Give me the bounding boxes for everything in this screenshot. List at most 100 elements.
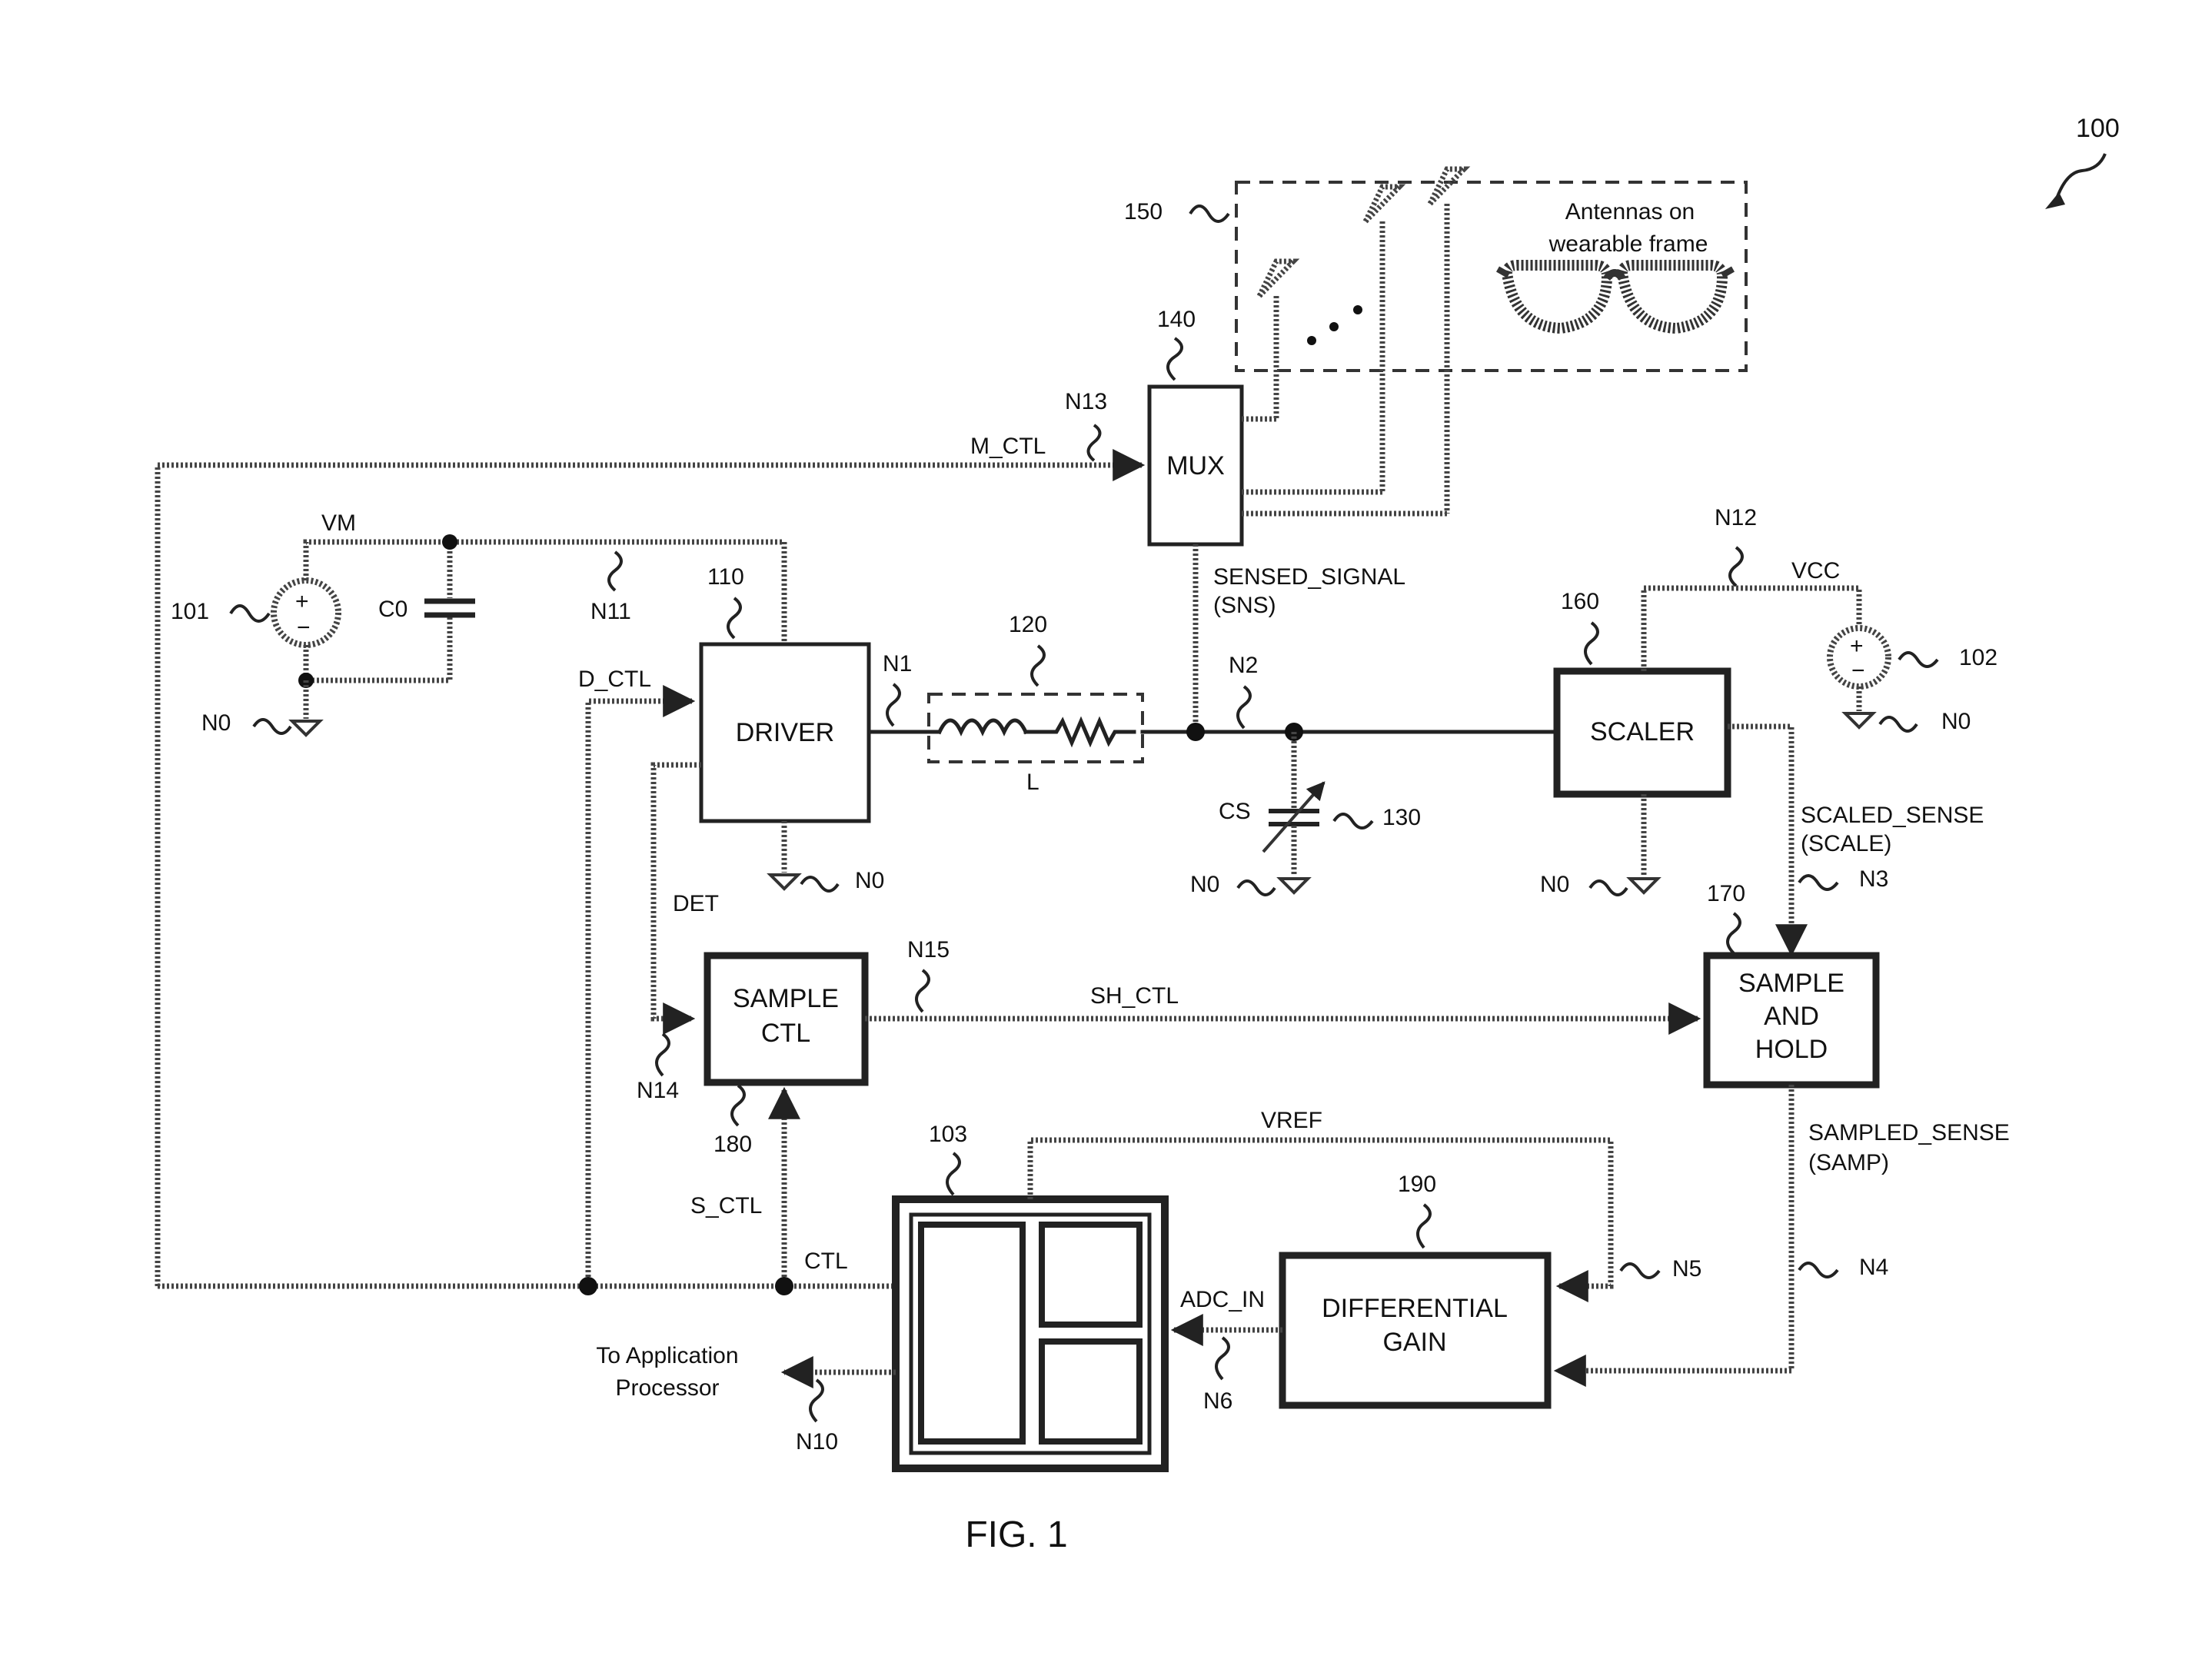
n15-label: N15 bbox=[907, 937, 950, 963]
mux-ref: 140 bbox=[1157, 307, 1196, 332]
diff-gain-ref: 190 bbox=[1398, 1172, 1436, 1197]
mux-block bbox=[1147, 384, 1244, 547]
driver-ref-squiggle bbox=[727, 597, 742, 640]
sampled-sense-label: SAMPLED_SENSE bbox=[1808, 1120, 2010, 1145]
figure-ref-100: 100 bbox=[2076, 114, 2120, 143]
sample-hold-ref: 170 bbox=[1707, 881, 1745, 906]
sample-hold-line2: AND bbox=[1764, 1002, 1819, 1031]
antenna-label-line2: wearable frame bbox=[1548, 231, 1708, 257]
antenna-label-line1: Antennas on bbox=[1565, 199, 1695, 224]
inductor-label: L bbox=[1026, 770, 1039, 795]
scaler-ref-squiggle bbox=[1584, 621, 1599, 666]
inductor-ref: 120 bbox=[1009, 612, 1047, 637]
vcc-minus-sign: − bbox=[1851, 658, 1865, 683]
scaler-block bbox=[1553, 667, 1731, 798]
ellipsis-dots bbox=[1307, 305, 1362, 345]
n0-driver-squiggle bbox=[800, 876, 840, 893]
n0-cs-squiggle bbox=[1236, 879, 1276, 896]
n2-squiggle bbox=[1236, 685, 1252, 730]
n10-label: N10 bbox=[796, 1429, 838, 1455]
vm-ref-squiggle bbox=[229, 604, 271, 623]
n12-label: N12 bbox=[1715, 505, 1757, 530]
vcc-plus-sign: + bbox=[1850, 633, 1864, 659]
mux-ref-squiggle bbox=[1166, 337, 1183, 381]
cs-ref-squiggle bbox=[1332, 813, 1374, 830]
n10-squiggle bbox=[809, 1378, 824, 1423]
antenna-2-icon bbox=[1362, 184, 1406, 492]
sample-hold-block bbox=[1703, 952, 1880, 1089]
sh-ctl-label: SH_CTL bbox=[1090, 983, 1179, 1009]
to-app-line2: Processor bbox=[615, 1375, 719, 1401]
vcc-source-icon bbox=[1827, 625, 1891, 690]
controller-inner-frame bbox=[909, 1212, 1152, 1455]
scaler-label: SCALER bbox=[1590, 717, 1695, 746]
det-wire bbox=[650, 762, 701, 1035]
to-app-line1: To Application bbox=[596, 1343, 738, 1368]
n3-squiggle bbox=[1798, 874, 1839, 891]
glasses-icon bbox=[1496, 260, 1735, 334]
n2-label: N2 bbox=[1229, 653, 1258, 678]
cs-ref: 130 bbox=[1382, 805, 1421, 830]
ctl-label: CTL bbox=[804, 1248, 848, 1274]
det-label: DET bbox=[673, 891, 719, 916]
n11-label: N11 bbox=[590, 599, 631, 624]
vm-plus-sign: + bbox=[295, 589, 309, 614]
c0-label: C0 bbox=[378, 597, 407, 622]
n0-label-scaler: N0 bbox=[1540, 872, 1569, 897]
inductor-coil-icon bbox=[936, 718, 1029, 736]
n0-vcc-squiggle bbox=[1878, 716, 1918, 733]
driver-ref: 110 bbox=[707, 564, 744, 590]
m-ctl-label: M_CTL bbox=[970, 434, 1046, 459]
diff-gain-line1: DIFFERENTIAL bbox=[1322, 1294, 1508, 1323]
cs-ground-icon bbox=[1276, 877, 1312, 895]
vm-return-wire bbox=[303, 615, 453, 683]
n5-squiggle bbox=[1619, 1262, 1661, 1279]
n3-label: N3 bbox=[1859, 866, 1888, 892]
n4-label: N4 bbox=[1859, 1255, 1888, 1280]
d-ctl-label: D_CTL bbox=[578, 667, 651, 692]
sampled-sense-wire bbox=[1553, 1085, 1795, 1387]
vm-minus-sign: − bbox=[297, 615, 311, 640]
mux-label: MUX bbox=[1166, 451, 1225, 480]
sample-hold-line1: SAMPLE bbox=[1738, 969, 1844, 998]
sample-ctl-line1: SAMPLE bbox=[733, 984, 839, 1013]
vm-source-icon bbox=[271, 577, 341, 648]
antenna-1-icon bbox=[1256, 258, 1300, 419]
antenna-ref: 150 bbox=[1124, 199, 1163, 224]
scaled-sense-label: SCALED_SENSE bbox=[1801, 803, 1984, 828]
ctl-junction-dot-2 bbox=[775, 1277, 793, 1295]
n4-squiggle bbox=[1798, 1262, 1839, 1278]
scaler-ground-icon bbox=[1626, 877, 1661, 895]
scaled-sense-wire bbox=[1728, 723, 1808, 957]
antenna-3-icon bbox=[1427, 166, 1471, 514]
adc-in-label: ADC_IN bbox=[1180, 1287, 1265, 1312]
sensed-signal-label: SENSED_SIGNAL bbox=[1213, 564, 1405, 590]
sample-ctl-ref: 180 bbox=[713, 1132, 752, 1157]
controller-left-panel bbox=[918, 1222, 1026, 1445]
n13-squiggle bbox=[1086, 424, 1102, 462]
samp-label: (SAMP) bbox=[1808, 1150, 1889, 1175]
vm-supply-wire bbox=[303, 539, 787, 642]
diff-gain-line2: GAIN bbox=[1382, 1328, 1446, 1357]
s-ctl-label: S_CTL bbox=[690, 1193, 762, 1219]
sns-junction-dot bbox=[1186, 723, 1205, 741]
cs-label: CS bbox=[1219, 799, 1251, 824]
ground-symbol-icon bbox=[288, 720, 324, 737]
cs-variable-arrow bbox=[1262, 781, 1326, 853]
vcc-wire bbox=[1641, 585, 1862, 671]
resistor-icon bbox=[1023, 716, 1136, 748]
n1-label: N1 bbox=[883, 651, 912, 677]
vm-label: VM bbox=[321, 510, 356, 536]
vcc-ref-squiggle bbox=[1898, 651, 1939, 668]
d-ctl-wire bbox=[585, 685, 696, 1286]
figure-caption: FIG. 1 bbox=[965, 1514, 1067, 1555]
n14-squiggle bbox=[655, 1032, 670, 1077]
n0-vm-squiggle bbox=[252, 718, 292, 735]
n6-label: N6 bbox=[1203, 1388, 1232, 1414]
n12-squiggle bbox=[1728, 546, 1744, 587]
sample-ctl-ref-squiggle bbox=[730, 1084, 746, 1127]
controller-top-right-panel bbox=[1039, 1222, 1143, 1328]
n0-label-cs: N0 bbox=[1190, 872, 1219, 897]
vcc-source-ref: 102 bbox=[1959, 645, 1997, 670]
